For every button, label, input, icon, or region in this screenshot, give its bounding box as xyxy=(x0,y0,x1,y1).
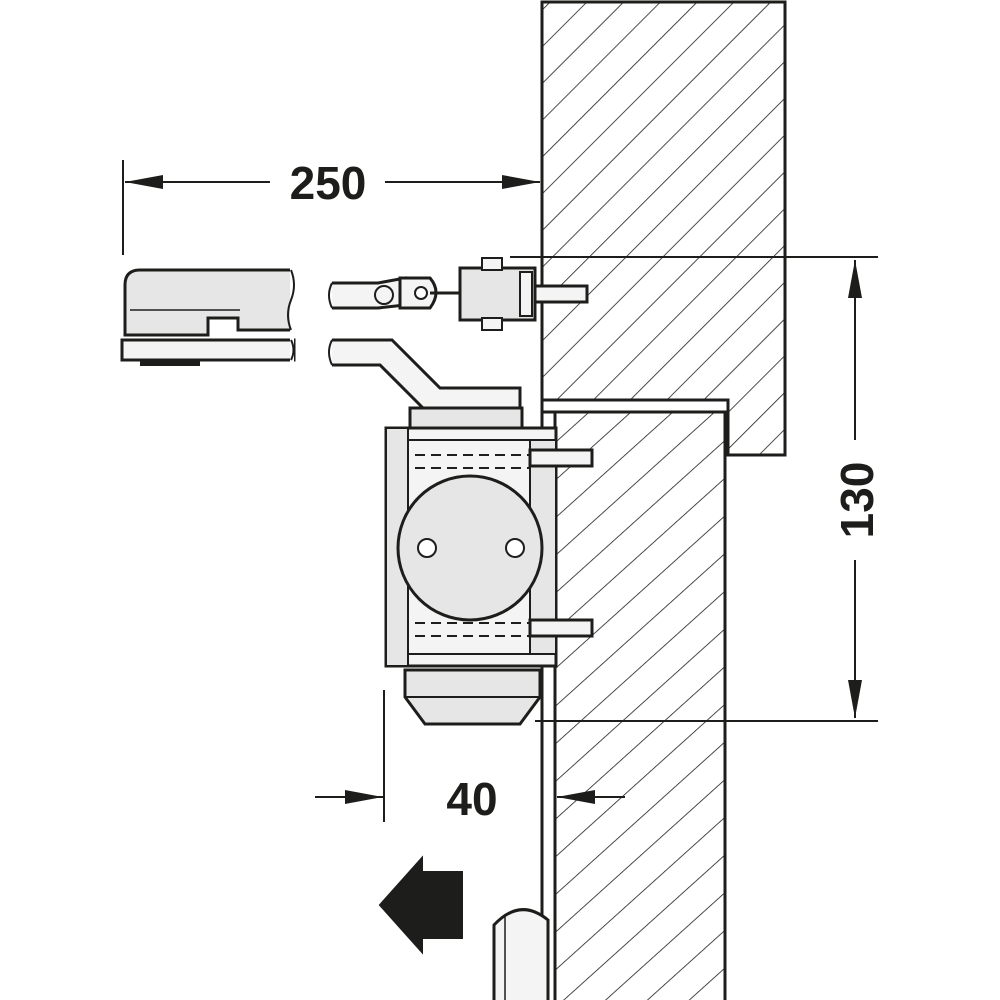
hinge-knuckle xyxy=(492,908,550,1000)
body-offset-label: 40 xyxy=(446,773,497,825)
arm-length-label: 250 xyxy=(290,157,367,209)
pivot-bracket xyxy=(430,257,589,331)
door-frame xyxy=(540,0,787,457)
body-offset-dimension: 40 xyxy=(315,690,625,825)
arm-length-dimension: 250 xyxy=(122,157,540,255)
adjustment-valve xyxy=(403,668,542,726)
arrow-left-icon xyxy=(378,855,463,955)
mount-height-dimension: 130 xyxy=(510,256,883,722)
door-leaf xyxy=(540,400,728,1000)
lower-arm xyxy=(328,338,522,412)
closer-body xyxy=(384,406,594,668)
mount-height-label: 130 xyxy=(831,462,883,539)
upper-arm xyxy=(328,276,438,310)
arm-shoe xyxy=(120,268,296,366)
